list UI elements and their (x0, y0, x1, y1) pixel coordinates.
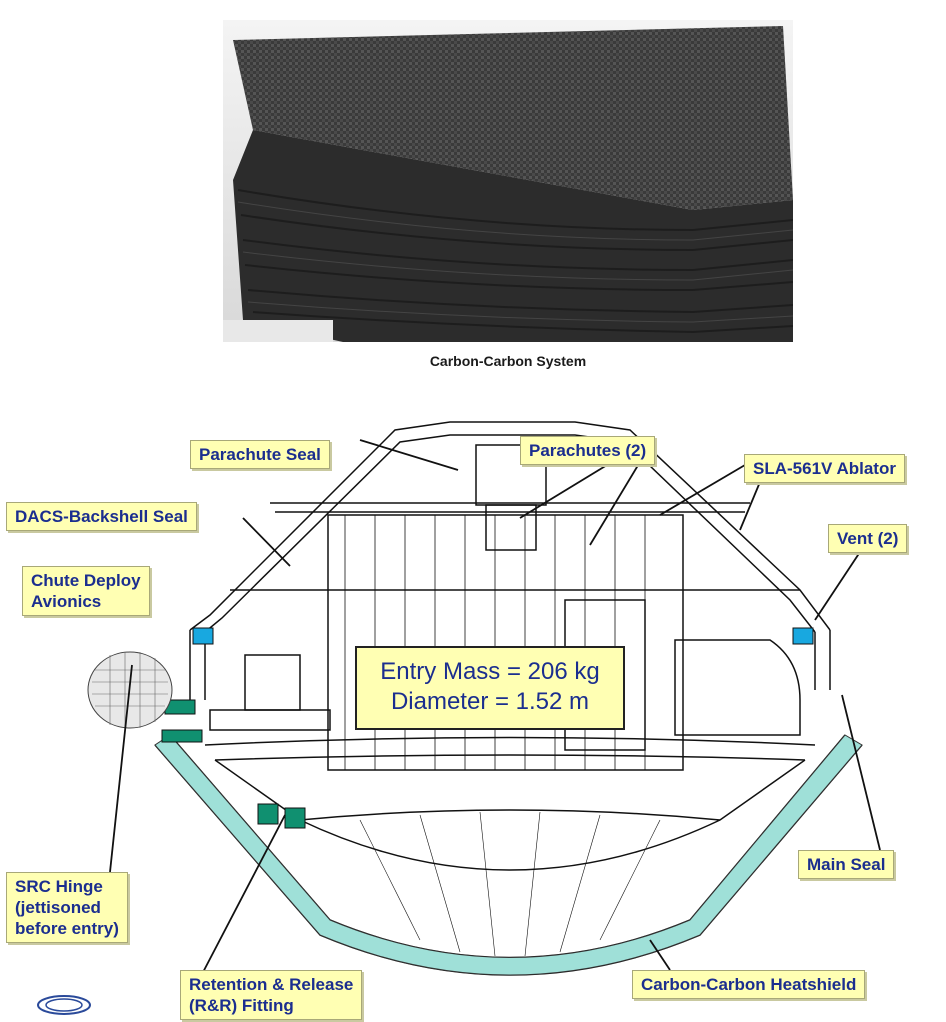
label-rr-fitting-line2: (R&R) Fitting (189, 996, 294, 1015)
label-src-hinge-line2: (jettisoned (15, 898, 101, 917)
entry-mass-box: Entry Mass = 206 kg Diameter = 1.52 m (355, 646, 625, 730)
label-chute-deploy-avionics: Chute Deploy Avionics (22, 566, 150, 616)
carbon-carbon-photo (223, 20, 793, 342)
label-parachutes: Parachutes (2) (520, 436, 656, 465)
label-vent: Vent (2) (828, 524, 908, 553)
label-heatshield: Carbon-Carbon Heatshield (632, 970, 866, 999)
capsule-cross-section (87, 421, 881, 979)
label-rr-fitting-line1: Retention & Release (189, 975, 354, 994)
label-chute-deploy-line2: Avionics (31, 592, 102, 611)
entry-mass-text: Entry Mass = 206 kg (380, 658, 600, 685)
label-chute-deploy-line1: Chute Deploy (31, 571, 141, 590)
photo-caption: Carbon-Carbon System (429, 353, 587, 369)
label-sla-ablator: SLA-561V Ablator (744, 454, 905, 483)
label-src-hinge-line3: before entry) (15, 919, 119, 938)
label-rr-fitting: Retention & Release (R&R) Fitting (180, 970, 363, 1020)
label-dacs-seal: DACS-Backshell Seal (6, 502, 197, 531)
label-src-hinge-line1: SRC Hinge (15, 877, 103, 896)
label-main-seal: Main Seal (798, 850, 895, 879)
label-src-hinge: SRC Hinge (jettisoned before entry) (6, 872, 128, 943)
logo-swirl-icon (37, 995, 91, 1015)
label-parachute-seal: Parachute Seal (190, 440, 330, 469)
diameter-text: Diameter = 1.52 m (390, 688, 590, 715)
